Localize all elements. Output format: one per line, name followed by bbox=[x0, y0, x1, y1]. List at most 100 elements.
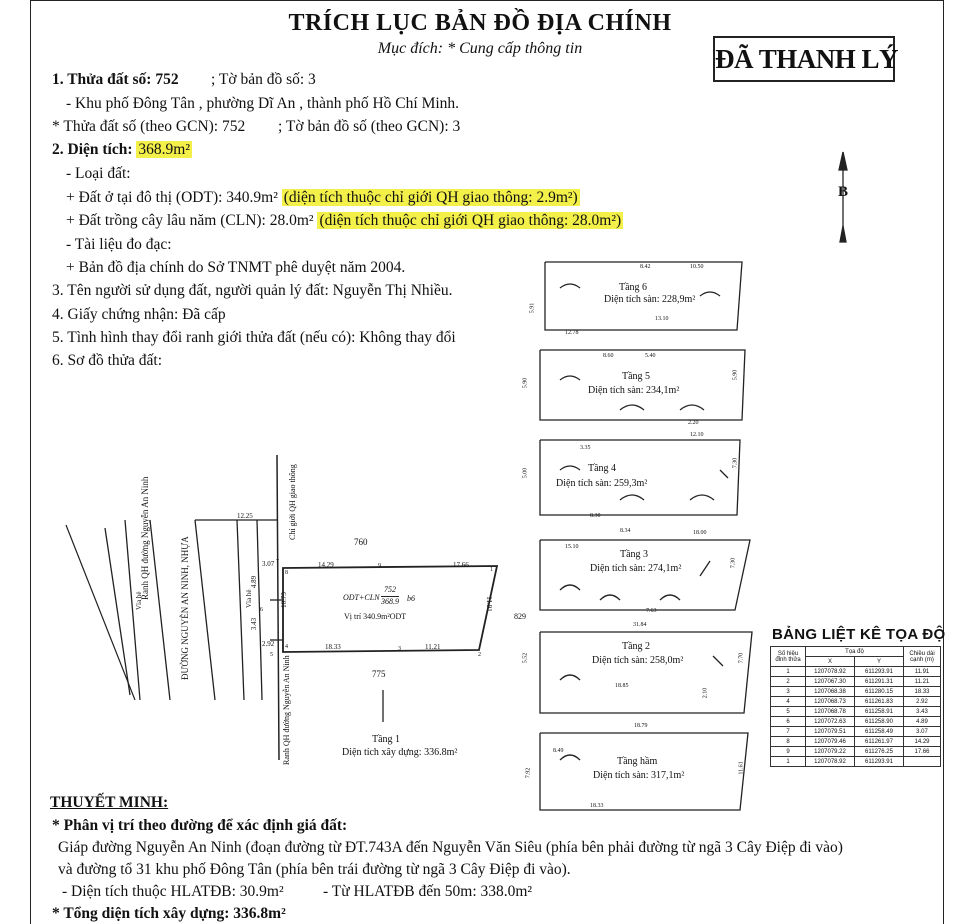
floor4-dim-5: 7.30 bbox=[732, 457, 739, 469]
road-plan-boundary: Chỉ giới QH giao thông bbox=[288, 464, 297, 540]
parcel-775: 775 bbox=[372, 669, 386, 679]
floor5-name: Tầng 5 bbox=[622, 371, 651, 382]
floor6-dim-4: 13.10 bbox=[655, 316, 669, 322]
vertex-4: 4 bbox=[285, 644, 288, 650]
notes-line-3: và đường tổ 31 khu phố Đông Tân (phía bê… bbox=[58, 861, 571, 878]
road-name: ĐƯỜNG NGUYỄN AN NINH, NHỰA bbox=[180, 536, 190, 680]
basement-dim-1: 18.79 bbox=[634, 723, 648, 729]
vertex-1: 1 bbox=[490, 567, 493, 573]
floor3-dim-4: 7.63 bbox=[646, 608, 657, 614]
floor3-dim-1: 15.10 bbox=[565, 544, 579, 550]
address-line: - Khu phố Đông Tân , phường Dĩ An , thàn… bbox=[66, 95, 460, 112]
floor4-name: Tầng 4 bbox=[588, 463, 617, 474]
dim-bottom-a: 18.33 bbox=[325, 643, 341, 651]
vertex-6: 6 bbox=[260, 607, 263, 613]
col-y: Y bbox=[854, 656, 904, 667]
parcel-label-sub: Vị trí 340.9m²ODT bbox=[344, 612, 407, 621]
dim-bottom-b: 11.21 bbox=[425, 643, 441, 651]
col-x: X bbox=[805, 656, 855, 667]
map-sheet-number: ; Tờ bản đồ số: 3 bbox=[211, 71, 316, 88]
notes-line-5: * Tổng diện tích xây dựng: 336.8m² bbox=[52, 905, 286, 922]
floor5-area: Diện tích sàn: 234,1m² bbox=[588, 385, 680, 396]
vertex-2: 2 bbox=[478, 652, 481, 658]
basement-dim-3: 18.33 bbox=[590, 803, 604, 809]
boundary-change-line: 5. Tình hình thay đổi ranh giới thửa đất… bbox=[52, 329, 456, 346]
col-coord: Tọa độ bbox=[805, 646, 904, 657]
floor6-area: Diện tích sàn: 228,9m² bbox=[604, 294, 696, 305]
col-dist: Chiều dài cạnh (m) bbox=[903, 646, 941, 667]
floor2-dim-4: 2.10 bbox=[702, 687, 709, 699]
north-arrow-icon bbox=[838, 151, 848, 243]
floor6-dim-5: 5.91 bbox=[529, 302, 536, 314]
floor4-dim-2: 12.10 bbox=[690, 432, 704, 438]
floor5-dim-5: 5.90 bbox=[732, 369, 739, 381]
sidewalk-left: Vỉa hè bbox=[135, 591, 143, 610]
floor1-name: Tầng 1 bbox=[372, 734, 401, 745]
parcel-label-number: 752 bbox=[384, 585, 396, 594]
floor3-dim-5: 7.30 bbox=[730, 557, 737, 569]
land-type-label: - Loại đất: bbox=[66, 165, 131, 182]
floor3-dim-3: 8.34 bbox=[620, 528, 631, 534]
basement-dim-5: 11.61 bbox=[738, 761, 745, 775]
dim-top-right: 17.66 bbox=[453, 561, 469, 569]
floor2-area: Diện tích sàn: 258,0m² bbox=[592, 655, 684, 666]
land-type-odt: + Đất ở tại đô thị (ODT): 340.9m² (diện … bbox=[66, 189, 580, 206]
floor4-area: Diện tích sàn: 259,3m² bbox=[556, 478, 648, 489]
notes-line-2: Giáp đường Nguyễn An Ninh (đoạn đường từ… bbox=[58, 839, 843, 856]
dim-top-mid: 14.29 bbox=[318, 561, 334, 569]
floor4-dim-1: 3.35 bbox=[580, 445, 591, 451]
area-value: 368.9m² bbox=[136, 141, 192, 158]
dim-v3: 2.92 bbox=[262, 640, 275, 648]
survey-doc-value: + Bản đồ địa chính do Sở TNMT phê duyệt … bbox=[66, 259, 406, 276]
survey-doc-label: - Tài liệu đo đạc: bbox=[66, 236, 172, 253]
vertex-3: 3 bbox=[398, 646, 401, 652]
dim-right: 11.91 bbox=[484, 596, 493, 612]
floor6-dim-3: 12.78 bbox=[565, 330, 579, 336]
parcel-label-code: ODT+CLN bbox=[343, 593, 380, 602]
parcel-label-position: b6 bbox=[407, 594, 415, 603]
dim-v1: 3.07 bbox=[262, 560, 275, 568]
vertex-5: 5 bbox=[270, 652, 273, 658]
parcel-number: 1. Thửa đất số: 752 bbox=[52, 71, 179, 88]
floor4-dim-3: 8.30 bbox=[590, 513, 601, 519]
parcel-760: 760 bbox=[354, 537, 368, 547]
liquidated-stamp: ĐÃ THANH LÝ bbox=[713, 36, 899, 82]
map-sheet-gcn: ; Tờ bản đồ số (theo GCN): 3 bbox=[278, 118, 461, 135]
notes-heading: THUYẾT MINH: bbox=[50, 794, 169, 811]
dim-top-left: 12.25 bbox=[237, 512, 253, 520]
basement-name: Tầng hầm bbox=[617, 756, 658, 767]
notes-line-4b: - Từ HLATĐB đến 50m: 338.0m² bbox=[323, 883, 533, 900]
parcel-number-gcn: * Thửa đất số (theo GCN): 752 bbox=[52, 118, 246, 135]
coord-table-title: BẢNG LIỆT KÊ TỌA ĐỘ bbox=[772, 626, 946, 643]
floor4-dim-4: 5.00 bbox=[522, 467, 529, 479]
vertex-7: 7 bbox=[276, 559, 279, 565]
vertex-8: 8 bbox=[285, 570, 288, 576]
dim-v2: 4.89 bbox=[250, 575, 259, 589]
document-title: TRÍCH LỤC BẢN ĐỒ ĐỊA CHÍNH bbox=[288, 10, 672, 36]
floor3-dim-2: 18.00 bbox=[693, 530, 707, 536]
floor2-dim-3: 5.52 bbox=[522, 652, 529, 664]
page-frame bbox=[30, 0, 944, 924]
road-ranh-left: Ranh QH đường Nguyễn An Ninh bbox=[140, 476, 150, 600]
floor6-dim-2: 10.50 bbox=[690, 264, 704, 270]
floor6-dim-1: 8.42 bbox=[640, 264, 651, 270]
north-label: B bbox=[838, 184, 849, 200]
notes-line-4a: - Diện tích thuộc HLATĐB: 30.9m² bbox=[62, 883, 284, 900]
area-line: 2. Diện tích: 368.9m² bbox=[52, 141, 192, 158]
certificate-line: 4. Giấy chứng nhận: Đã cấp bbox=[52, 306, 226, 323]
floor6-name: Tầng 6 bbox=[619, 282, 648, 293]
floor1-area: Diện tích xây dựng: 336.8m² bbox=[342, 747, 458, 758]
road-ranh-right: Ranh QH đường Nguyễn An Ninh bbox=[282, 655, 291, 765]
notes-line-1: * Phân vị trí theo đường để xác định giá… bbox=[52, 817, 348, 834]
floor2-dim-1: 31.84 bbox=[633, 622, 647, 628]
